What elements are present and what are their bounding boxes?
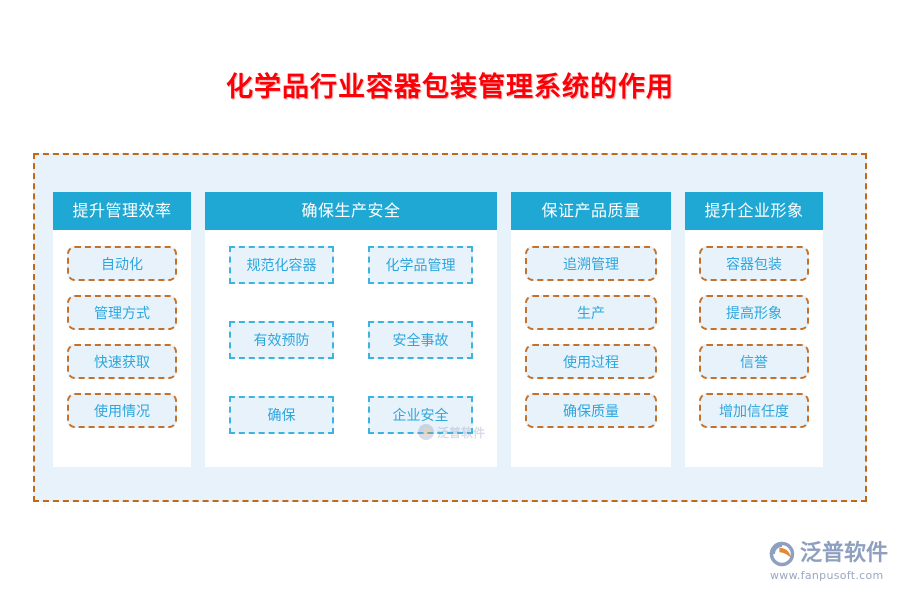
- list-item[interactable]: 确保: [229, 396, 334, 434]
- column-body: 容器包装 提高形象 信誉 增加信任度: [685, 230, 823, 467]
- column-header: 提升企业形象: [685, 192, 823, 230]
- list-item[interactable]: 规范化容器: [229, 246, 334, 284]
- brand-name: 泛普软件: [800, 541, 889, 566]
- list-item[interactable]: 化学品管理: [368, 246, 473, 284]
- column-improve-enterprise-image: 提升企业形象 容器包装 提高形象 信誉 增加信任度: [685, 192, 823, 467]
- list-item[interactable]: 管理方式: [67, 295, 177, 330]
- column-header: 确保生产安全: [205, 192, 497, 230]
- list-item[interactable]: 追溯管理: [525, 246, 657, 281]
- list-item[interactable]: 自动化: [67, 246, 177, 281]
- item-grid: 规范化容器 化学品管理 有效预防 安全事故 确保 企业安全: [219, 246, 483, 434]
- brand-logo: 泛普软件 www.fanpusoft.com: [768, 537, 894, 585]
- brand-url: www.fanpusoft.com: [770, 569, 884, 582]
- list-item[interactable]: 容器包装: [699, 246, 809, 281]
- columns-container: 提升管理效率 自动化 管理方式 快速获取 使用情况 确保生产安全 规范化容器 化…: [53, 192, 851, 467]
- brand-row: 泛普软件: [768, 540, 894, 568]
- column-ensure-production-safety: 确保生产安全 规范化容器 化学品管理 有效预防 安全事故 确保 企业安全: [205, 192, 497, 467]
- list-item[interactable]: 确保质量: [525, 393, 657, 428]
- list-item[interactable]: 信誉: [699, 344, 809, 379]
- column-body: 自动化 管理方式 快速获取 使用情况: [53, 230, 191, 467]
- item-list: 追溯管理 生产 使用过程 确保质量: [525, 246, 657, 428]
- list-item[interactable]: 生产: [525, 295, 657, 330]
- page-title: 化学品行业容器包装管理系统的作用: [226, 72, 674, 103]
- column-guarantee-product-quality: 保证产品质量 追溯管理 生产 使用过程 确保质量: [511, 192, 671, 467]
- list-item[interactable]: 增加信任度: [699, 393, 809, 428]
- list-item[interactable]: 企业安全: [368, 396, 473, 434]
- list-item[interactable]: 安全事故: [368, 321, 473, 359]
- column-header: 提升管理效率: [53, 192, 191, 230]
- item-list: 自动化 管理方式 快速获取 使用情况: [67, 246, 177, 428]
- column-header: 保证产品质量: [511, 192, 671, 230]
- item-list: 容器包装 提高形象 信誉 增加信任度: [699, 246, 809, 428]
- list-item[interactable]: 使用情况: [67, 393, 177, 428]
- column-body: 追溯管理 生产 使用过程 确保质量: [511, 230, 671, 467]
- diagram-frame: 提升管理效率 自动化 管理方式 快速获取 使用情况 确保生产安全 规范化容器 化…: [33, 153, 867, 502]
- list-item[interactable]: 有效预防: [229, 321, 334, 359]
- brand-logo-icon: [768, 540, 796, 568]
- column-body: 规范化容器 化学品管理 有效预防 安全事故 确保 企业安全: [205, 230, 497, 467]
- list-item[interactable]: 使用过程: [525, 344, 657, 379]
- list-item[interactable]: 提高形象: [699, 295, 809, 330]
- column-improve-management-efficiency: 提升管理效率 自动化 管理方式 快速获取 使用情况: [53, 192, 191, 467]
- list-item[interactable]: 快速获取: [67, 344, 177, 379]
